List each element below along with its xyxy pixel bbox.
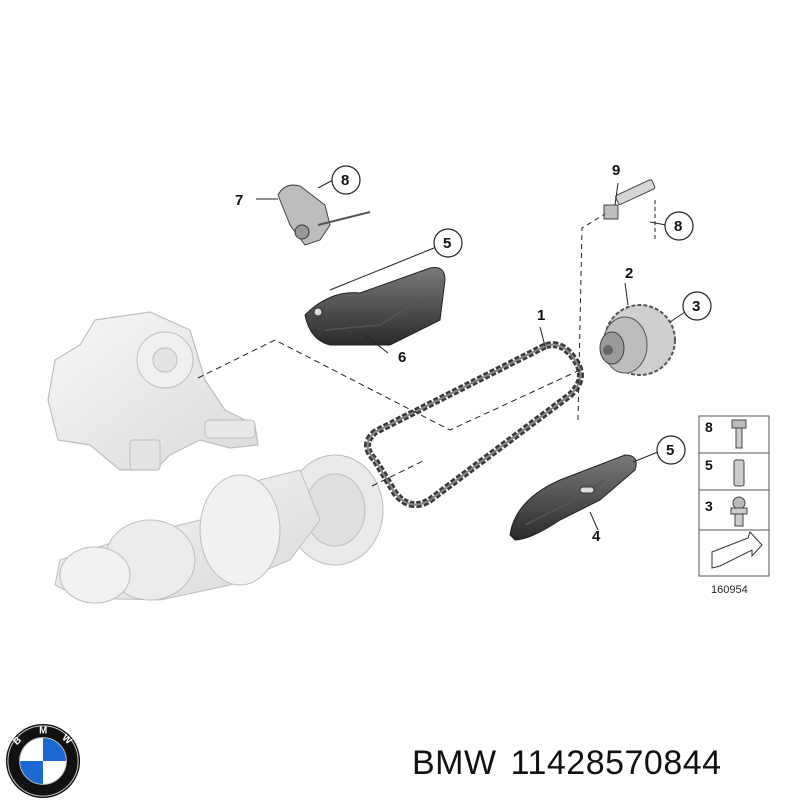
- svg-text:3: 3: [692, 298, 700, 315]
- callout-9: 9: [612, 162, 620, 179]
- timing-chain: [364, 341, 584, 509]
- chain-tensioner: [277, 184, 371, 246]
- leader-lines: [197, 179, 686, 531]
- svg-text:4: 4: [592, 528, 601, 545]
- svg-text:7: 7: [235, 192, 243, 209]
- arrow-icon: [711, 531, 763, 569]
- part-number: 11428570844: [510, 744, 722, 782]
- svg-text:5: 5: [443, 235, 451, 252]
- bmw-logo: B M W: [5, 723, 81, 799]
- legend-box: 8 5 3: [698, 415, 770, 577]
- callout-8-right: 8: [664, 211, 694, 241]
- callout-1: 1: [537, 307, 545, 324]
- camshaft-sprocket: [599, 304, 676, 376]
- sleeve-icon: [733, 459, 745, 487]
- part-caption: BMW 11428570844: [412, 738, 792, 788]
- legend-item-3: 3: [705, 498, 713, 514]
- svg-text:8: 8: [674, 218, 682, 235]
- bolt-icon: [731, 419, 747, 449]
- sensor-bolt: [603, 179, 656, 220]
- callout-5-top: 5: [433, 228, 463, 258]
- svg-text:6: 6: [398, 349, 406, 366]
- svg-text:2: 2: [625, 265, 633, 282]
- high-pressure-pump: [47, 311, 259, 471]
- legend-item-8: 8: [705, 419, 713, 435]
- callout-8-top: 8: [331, 165, 361, 195]
- screw-icon: [730, 496, 748, 527]
- callout-3: 3: [682, 291, 712, 321]
- guide-rail-upper: [304, 267, 446, 346]
- svg-text:5: 5: [666, 442, 674, 459]
- svg-text:M: M: [39, 726, 47, 737]
- svg-text:8: 8: [341, 172, 349, 189]
- brand-name: BMW: [412, 744, 497, 782]
- crankshaft: [54, 454, 384, 604]
- svg-text:1: 1: [537, 307, 545, 324]
- callout-7: 7: [235, 192, 243, 209]
- tensioner-rail: [509, 454, 637, 541]
- callout-2: 2: [625, 265, 633, 282]
- callout-6: 6: [398, 349, 406, 366]
- callout-4: 4: [592, 528, 601, 545]
- svg-text:9: 9: [612, 162, 620, 179]
- legend-item-5: 5: [705, 457, 713, 473]
- callout-5-lower: 5: [656, 435, 686, 465]
- drawing-number: 160954: [711, 584, 748, 596]
